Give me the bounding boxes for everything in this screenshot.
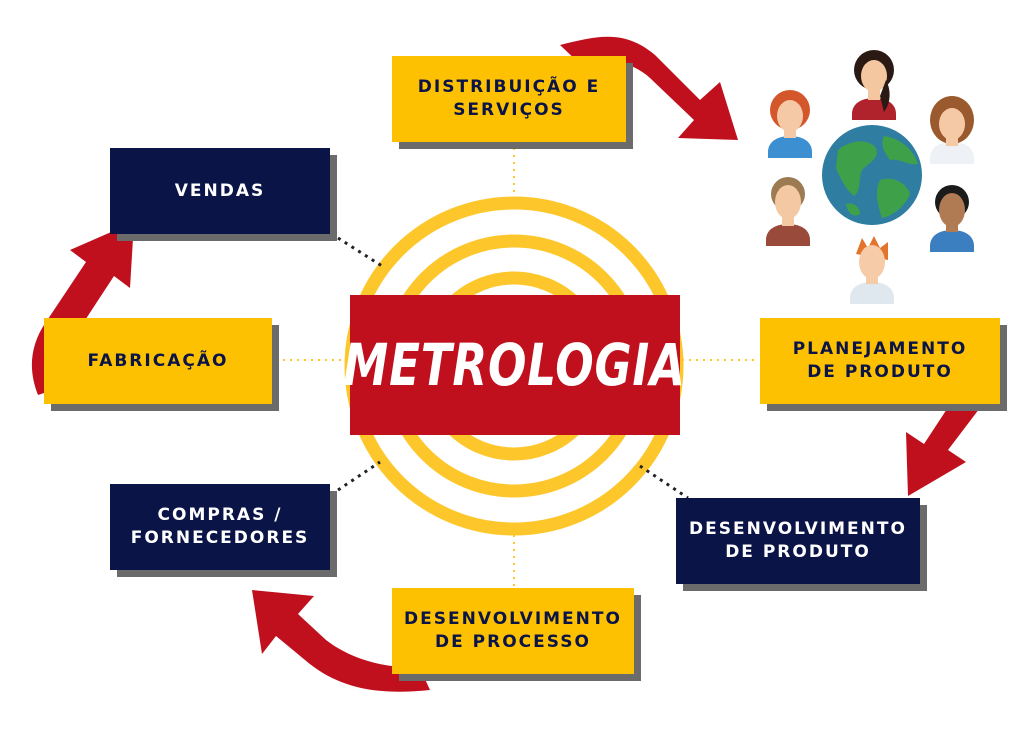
customer-avatars (766, 50, 974, 304)
node-processo-line1: DESENVOLVIMENTO (404, 609, 622, 630)
customer-avatar-icon (930, 185, 974, 252)
dotted-connectors (276, 148, 758, 588)
node-compras-line2: FORNECEDORES (130, 528, 310, 548)
node-processo: DESENVOLVIMENTO DE PROCESSO (392, 588, 634, 674)
node-compras: COMPRAS / FORNECEDORES (110, 484, 330, 570)
node-planejamento-line1: PLANEJAMENTO (792, 339, 968, 360)
node-fabricacao: FABRICAÇÃO (44, 318, 272, 404)
customer-avatar-icon (766, 177, 810, 246)
node-compras-line1: COMPRAS / (157, 505, 283, 526)
node-distribuicao-line2: SERVIÇOS (453, 100, 565, 120)
center-label-box: METROLOGIA (344, 295, 685, 435)
node-planejamento-line2: DE PRODUTO (807, 362, 953, 382)
center-label: METROLOGIA (343, 331, 687, 399)
node-desenvolvimento-line1: DESENVOLVIMENTO (689, 519, 907, 540)
node-fabricacao-label: FABRICAÇÃO (87, 350, 229, 371)
node-distribuicao: DISTRIBUIÇÃO E SERVIÇOS (392, 56, 626, 142)
node-desenvolvimento-line2: DE PRODUTO (725, 542, 871, 562)
node-vendas: VENDAS (110, 148, 330, 234)
node-planejamento: PLANEJAMENTO DE PRODUTO (760, 318, 1000, 404)
node-distribuicao-line1: DISTRIBUIÇÃO E (417, 77, 601, 98)
node-desenvolvimento: DESENVOLVIMENTO DE PRODUTO (676, 498, 920, 584)
customer-avatar-icon (930, 96, 974, 164)
customer-avatar-icon (768, 90, 812, 158)
node-vendas-label: VENDAS (174, 180, 266, 201)
globe-icon (822, 125, 922, 225)
node-processo-line2: DE PROCESSO (435, 632, 591, 652)
customer-avatar-icon (852, 50, 896, 120)
customer-avatar-icon (850, 236, 894, 304)
